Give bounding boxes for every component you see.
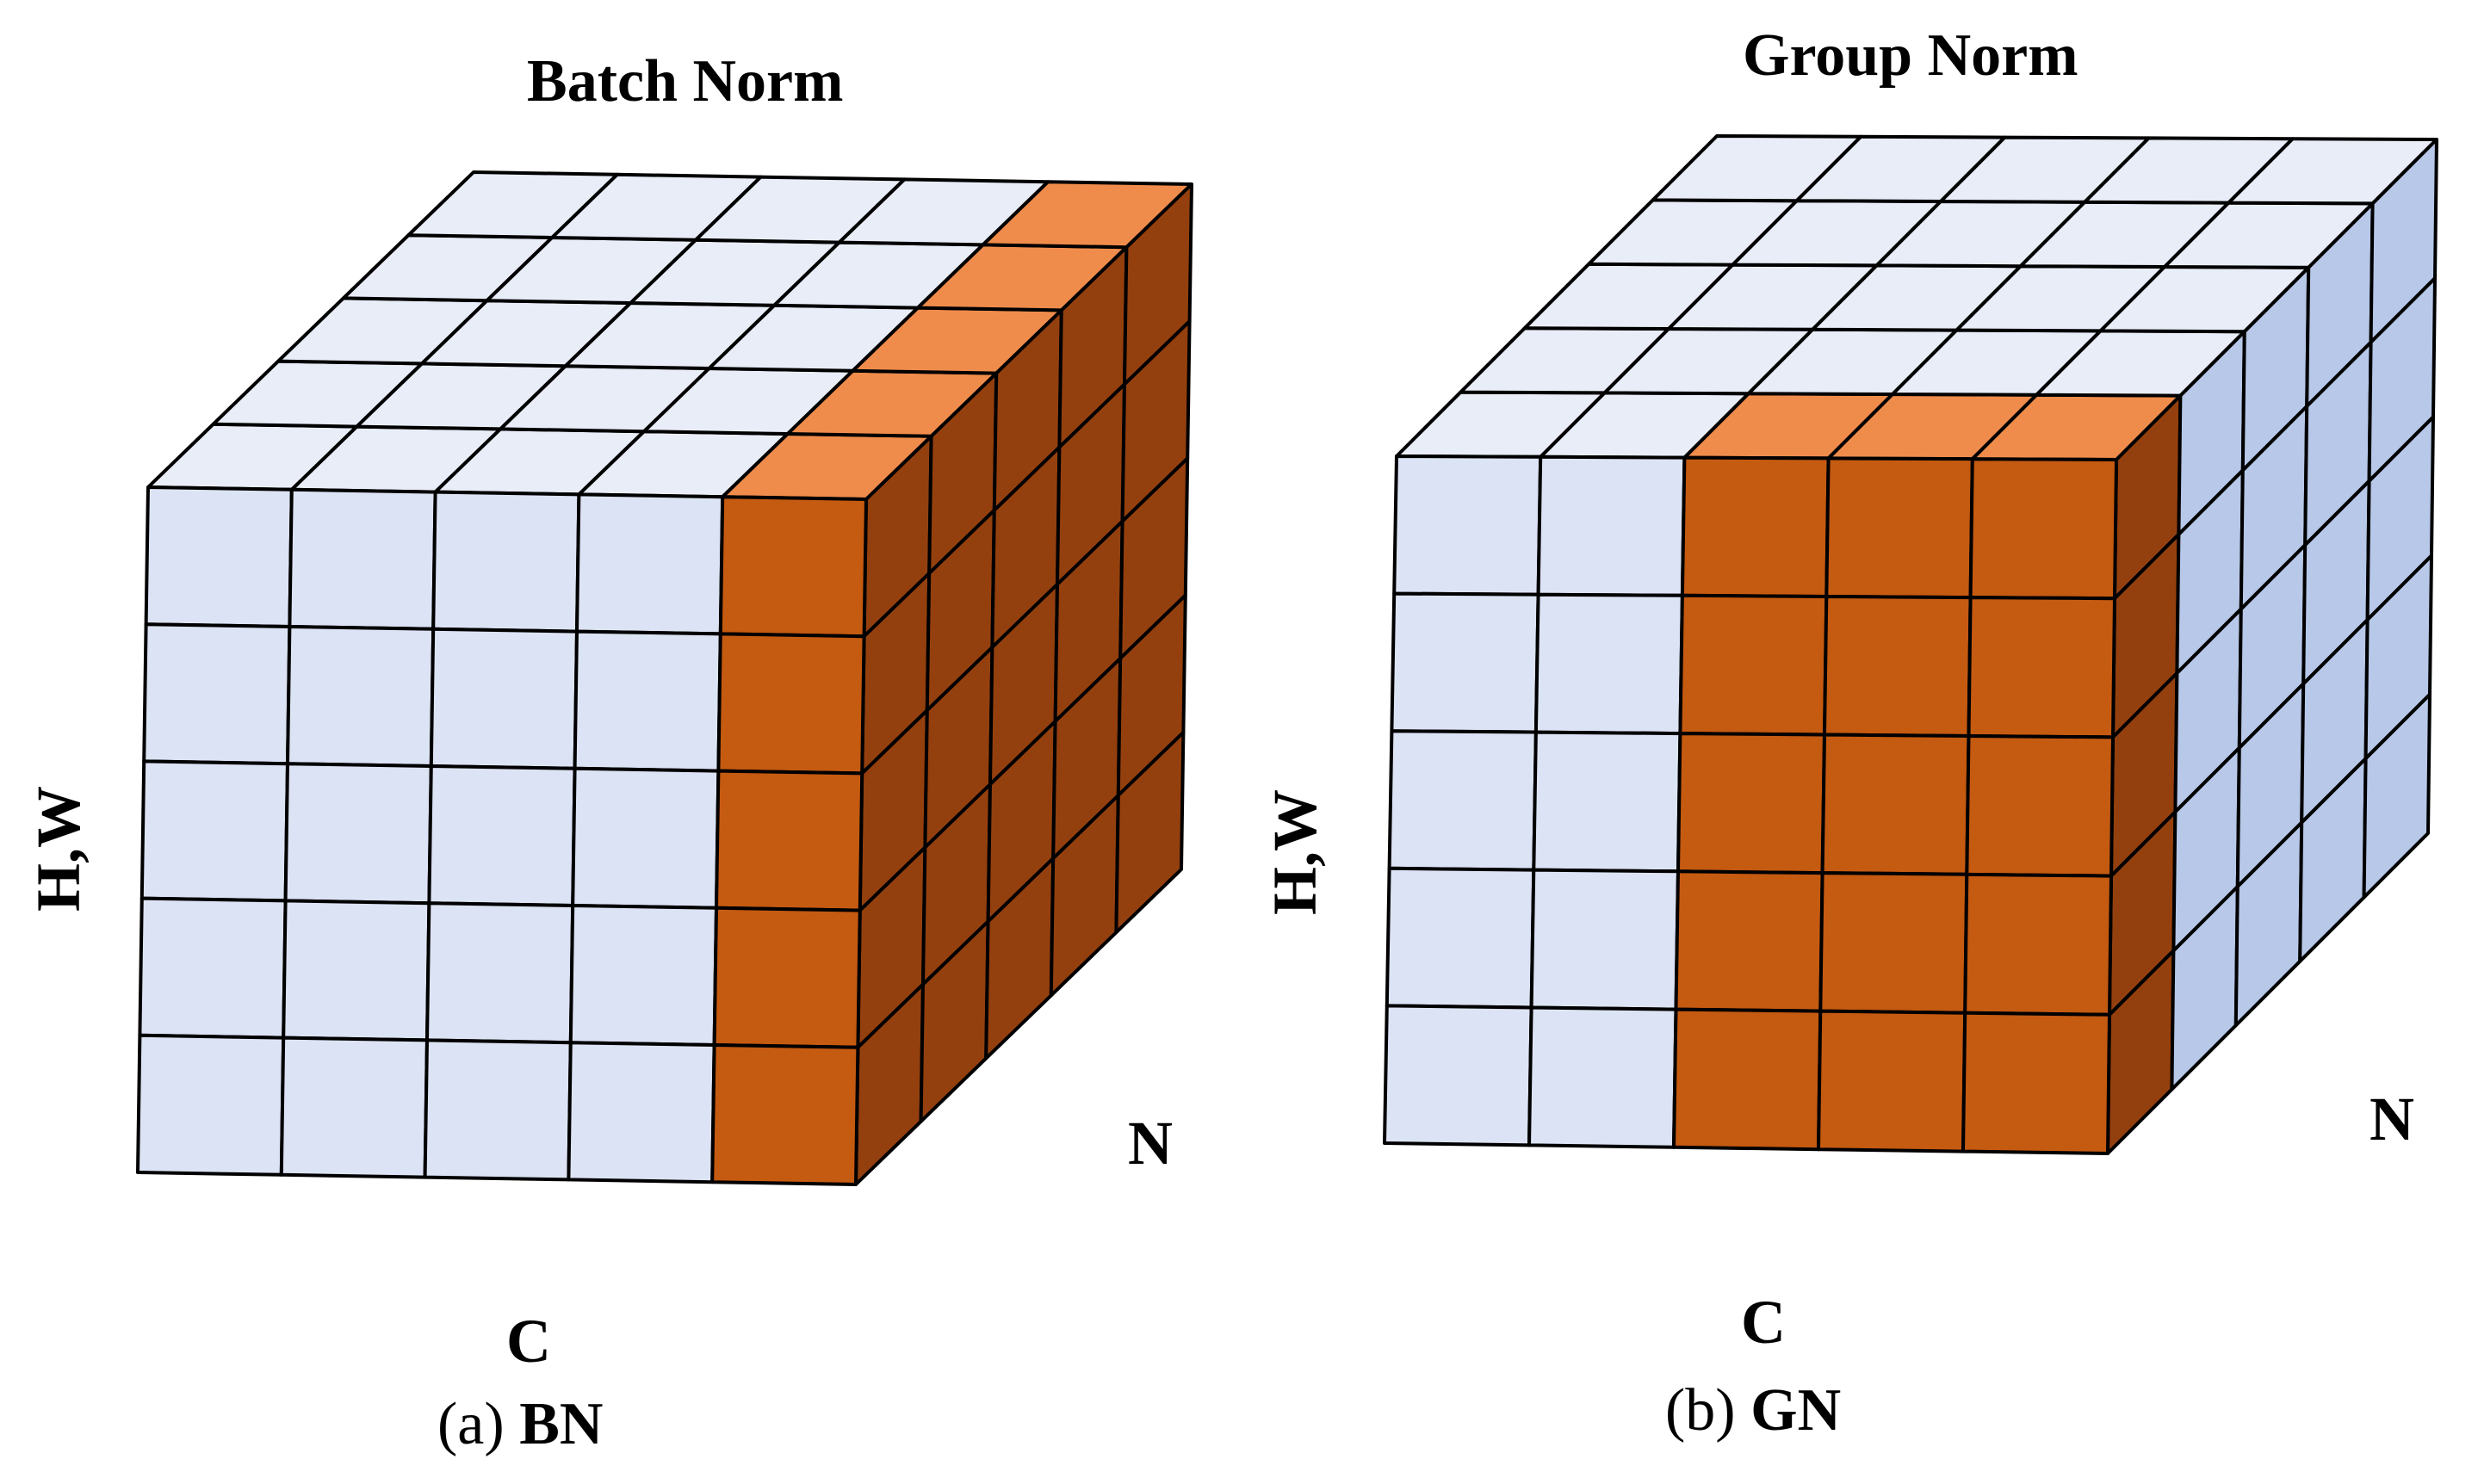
gn-axis-hw-label: H,W [1261,788,1329,916]
bn-axis-c-label: C [506,1307,551,1376]
front-cell [716,632,866,776]
front-cell [1529,868,1680,1011]
group-norm-cube [1383,134,2438,1155]
batch-norm-cube [136,170,1193,1186]
front-cell [431,490,581,634]
gn-title: Group Norm [1743,22,2078,89]
front-cell [136,1033,286,1177]
front-cell [1676,732,1826,875]
front-cell [1532,730,1682,874]
front-cell [1818,871,1969,1015]
bn-axis-hw-label: H,W [24,785,93,912]
front-cell [715,769,864,912]
front-cell [1536,454,1687,597]
front-cell [575,492,725,636]
front-cell [1678,593,1829,737]
bn-caption-prefix: (a) [437,1391,520,1457]
front-cell [1674,869,1824,1013]
front-cell [288,487,437,631]
front-cell [1817,1009,1967,1153]
front-cell [144,485,294,628]
side-cell [1114,730,1186,935]
front-cell [139,759,289,903]
front-cell [1820,733,1971,876]
bn-caption-bold: BN [519,1391,604,1457]
front-cell [427,764,577,907]
bn-caption: (a) BN [437,1394,603,1455]
front-cell [1672,1007,1823,1152]
gn-axis-c-label: C [1741,1288,1786,1357]
bn-title: Batch Norm [527,48,844,114]
gn-caption-prefix: (b) [1665,1377,1751,1444]
front-cell [1967,596,2116,739]
front-cell [573,629,722,773]
side-cell [2362,692,2432,900]
front-cell [1383,1004,1533,1147]
gn-caption-bold: GN [1750,1377,1842,1444]
front-cell [1392,454,1543,597]
gn-caption: (b) GN [1665,1381,1841,1441]
front-cell [282,899,431,1042]
front-cell [1390,591,1540,734]
front-cell [1824,456,1974,600]
front-cell [1963,872,2113,1017]
front-cell [1387,729,1538,872]
front-cell [423,1038,573,1182]
front-cell [1385,866,1536,1010]
front-cell [1968,457,2118,601]
front-cell [567,1041,716,1184]
front-cell [1527,1005,1678,1149]
front-cell [571,766,721,910]
front-cell [1965,734,2115,878]
front-cell [429,627,579,770]
front-cell [568,904,718,1047]
gn-axis-n-label: N [2370,1085,2414,1153]
front-cell [710,1043,860,1186]
front-cell [1533,592,1684,736]
front-cell [283,762,433,906]
front-cell [1680,455,1831,598]
front-cell [286,625,436,768]
front-cell [138,896,288,1040]
bn-axis-n-label: N [1128,1109,1173,1178]
front-cell [1823,595,1973,738]
front-cell [718,495,868,639]
front-cell [1961,1011,2111,1155]
front-cell [712,906,862,1049]
front-cell [142,622,292,766]
front-cell [425,901,575,1045]
front-cell [279,1036,429,1179]
